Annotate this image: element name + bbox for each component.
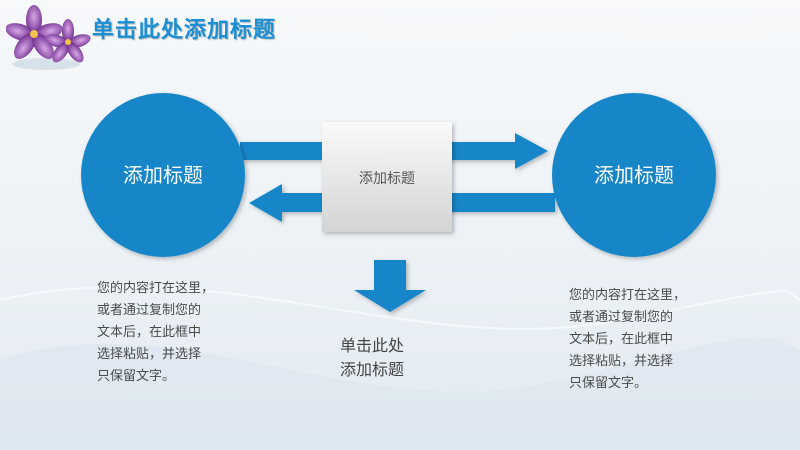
flower-logo-icon bbox=[6, 5, 91, 70]
center-box bbox=[322, 122, 452, 232]
right-circle-label[interactable]: 添加标题 bbox=[594, 163, 674, 187]
left-text-line: 文本后，在此框中 bbox=[97, 325, 202, 340]
right-circle bbox=[552, 93, 716, 257]
left-text-line: 或者通过复制您的 bbox=[97, 303, 202, 318]
down-arrow bbox=[354, 260, 426, 312]
right-text-line: 选择粘贴，并选择 bbox=[569, 354, 674, 369]
bottom-title-line: 添加标题 bbox=[340, 360, 405, 379]
bottom-title-line: 单击此处 bbox=[340, 336, 405, 355]
right-text-line: 文本后，在此框中 bbox=[569, 332, 674, 347]
right-text-line: 只保留文字。 bbox=[569, 376, 648, 391]
right-text-block[interactable]: 您的内容打在这里， 或者通过复制您的 文本后，在此框中 选择粘贴，并选择 只保留… bbox=[569, 285, 719, 395]
left-text-line: 您的内容打在这里， bbox=[97, 281, 215, 296]
left-text-block[interactable]: 您的内容打在这里， 或者通过复制您的 文本后，在此框中 选择粘贴，并选择 只保留… bbox=[97, 278, 247, 388]
right-text-line: 或者通过复制您的 bbox=[569, 310, 674, 325]
center-box-label[interactable]: 添加标题 bbox=[359, 171, 415, 187]
left-circle bbox=[81, 93, 245, 257]
slide-title[interactable]: 单击此处添加标题 bbox=[92, 18, 277, 43]
left-text-line: 只保留文字。 bbox=[97, 369, 176, 384]
left-text-line: 选择粘贴，并选择 bbox=[97, 347, 202, 362]
left-circle-label[interactable]: 添加标题 bbox=[123, 163, 203, 187]
right-text-line: 您的内容打在这里， bbox=[569, 288, 687, 303]
bottom-title-block[interactable]: 单击此处 添加标题 bbox=[340, 334, 450, 382]
